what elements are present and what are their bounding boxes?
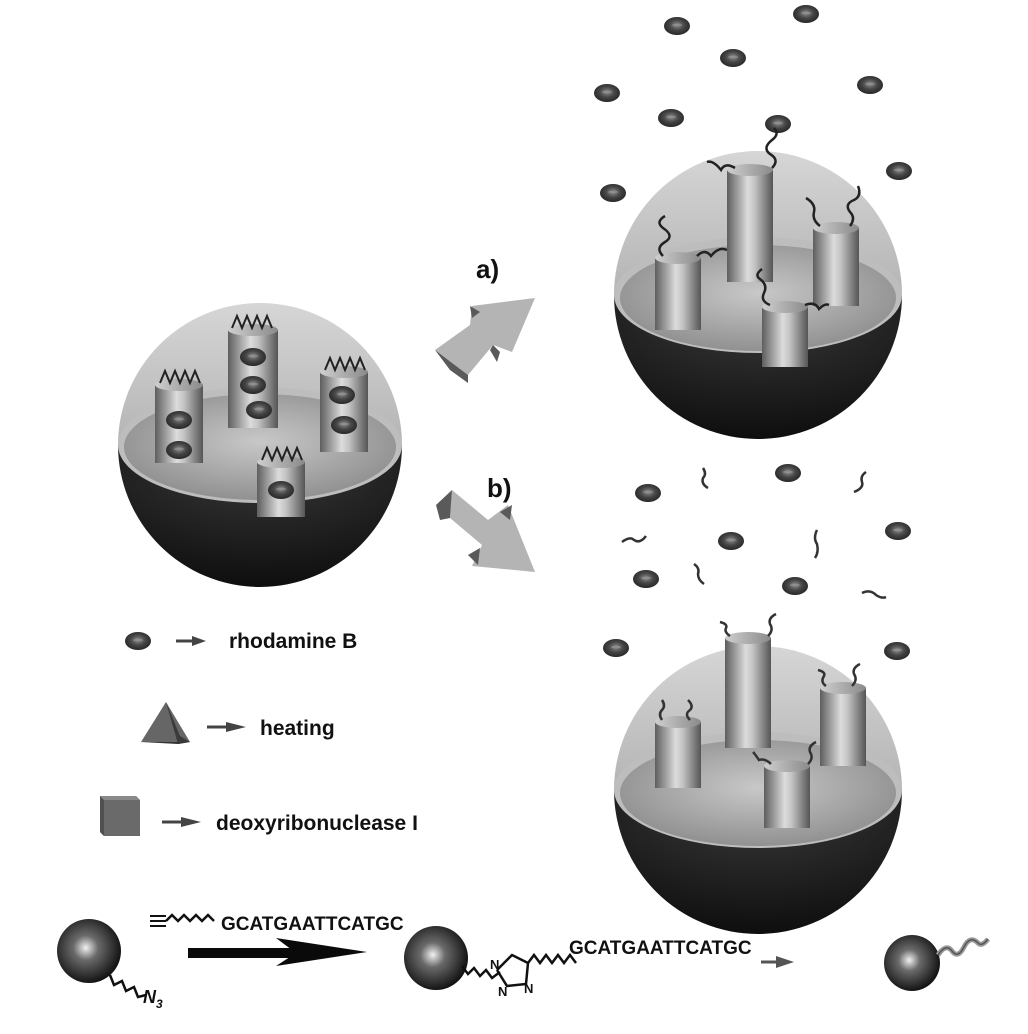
step-label-a: a) [476, 254, 499, 284]
pore-open [655, 699, 701, 788]
dna-helix-icon [935, 937, 990, 957]
arrow-up-right-icon [435, 298, 535, 383]
cube-icon [100, 796, 140, 836]
dna-fragments [621, 467, 887, 599]
ellipse-icon [125, 632, 151, 650]
pathway-a: a) [435, 254, 535, 383]
free-dye-molecules [603, 464, 911, 660]
pathway-b: b) [436, 473, 535, 572]
triazole-product: N N N GCATGAATTCATGC [404, 926, 752, 999]
legend: rhodamine B heating de [100, 630, 418, 836]
reagent-sequence: GCATGAATTCATGC [221, 914, 404, 935]
triple-bond-icon [150, 915, 166, 927]
svg-text:N: N [498, 984, 507, 999]
product-sequence: GCATGAATTCATGC [569, 938, 752, 959]
legend-label: heating [260, 717, 335, 740]
legend-label: deoxyribonuclease I [216, 812, 418, 835]
arrow-right-icon [761, 956, 794, 968]
azide-bead: N3 [57, 919, 163, 1011]
pore-open [655, 214, 728, 330]
pore-open [817, 662, 866, 766]
pore-capped [320, 355, 368, 452]
arrow-right-icon [207, 722, 246, 732]
step-label-b: b) [487, 473, 512, 503]
legend-item-rhodamine: rhodamine B [125, 630, 357, 653]
pore-open [756, 268, 830, 367]
legend-label: rhodamine B [229, 630, 357, 653]
loaded-nanoparticle [118, 303, 402, 587]
dna-functionalized-bead [884, 935, 990, 991]
arrow-right-icon [162, 817, 201, 827]
pore-open [805, 185, 861, 306]
synthesis-scheme: N3 GCATGAATTCATGC N N [57, 913, 990, 1011]
pore-open [706, 127, 778, 282]
pore-open [752, 740, 817, 828]
svg-text:N: N [524, 981, 533, 996]
legend-item-dnase: deoxyribonuclease I [100, 796, 418, 836]
pyramid-icon [141, 702, 190, 744]
svg-text:N: N [490, 957, 499, 972]
reaction-arrow-icon [188, 938, 367, 966]
arrow-down-right-icon [436, 490, 535, 572]
alkyne-dna-reagent: GCATGAATTCATGC [150, 913, 404, 935]
azide-label: N3 [143, 987, 163, 1011]
released-nanoparticle-heating [594, 5, 912, 439]
pore-capped [228, 313, 278, 428]
released-nanoparticle-dnase [603, 464, 911, 934]
legend-item-heating: heating [141, 702, 335, 744]
pore-capped [155, 368, 203, 463]
pore-open [719, 612, 777, 748]
triazole-ring: N N N [490, 953, 533, 999]
pore-capped [257, 445, 305, 517]
arrow-right-icon [176, 636, 206, 646]
